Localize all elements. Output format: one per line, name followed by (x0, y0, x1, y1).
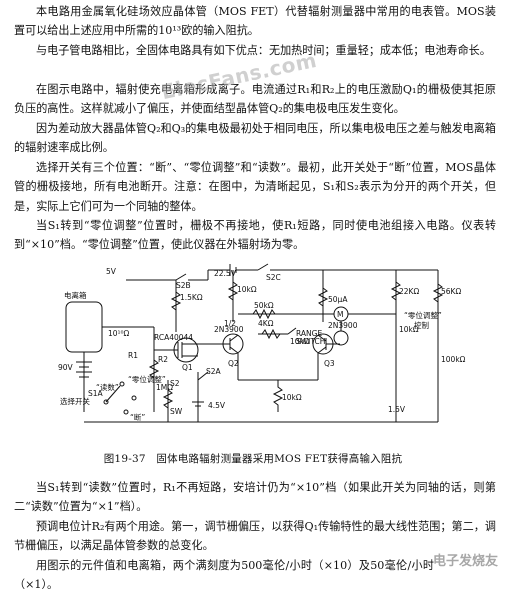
label-zero-adj-2: 控制 (414, 320, 429, 330)
label-q3: Q3 (324, 359, 335, 368)
label-zero-adj: “零位调整” (404, 310, 442, 320)
label-off: “断” (130, 412, 145, 422)
label-r10k-b: 10kΩ (290, 337, 310, 346)
paragraph-3: 在图示电路中，辐射使充电离箱形成离子。电流通过R₁和R₂上的电压激励Q₁的栅极使… (14, 83, 496, 116)
label-chamber: 电离箱 (64, 290, 87, 300)
label-5v: 5V (106, 267, 117, 276)
figure-caption: 图19-37 固体电路辐射测量器采用MOS FET获得高输入阻抗 (103, 453, 403, 465)
label-read: “读数” (96, 382, 119, 392)
label-sw: SW (170, 407, 183, 416)
label-rca: RCA40044 (154, 333, 193, 342)
label-r2: R2 (158, 355, 168, 364)
label-r4k: 4KΩ (258, 319, 274, 328)
paragraph-6: 当S₁转到“零位调整”位置时，栅极不再接地，使R₁短路，同时使电池组接入电路。仪… (14, 219, 496, 252)
label-r22k: 22KΩ (399, 287, 419, 296)
label-45v: 4.5V (208, 401, 226, 410)
label-22v: 22.5V (214, 269, 237, 278)
label-m: M (337, 310, 343, 319)
paragraph-2: 与电子管电路相比，全固体电路具有如下优点：无加热时间；重量轻；成本低；电池寿命长… (36, 44, 491, 57)
label-half: 1/2 (224, 319, 236, 328)
label-r100k: 100kΩ (441, 355, 466, 364)
paragraph-9: 用图示的元件值和电离箱，两个满刻度为500毫伦/小时（×10）及50毫伦/小时（… (14, 559, 434, 592)
label-q1: Q1 (182, 363, 193, 372)
label-s2a: S2A (206, 367, 222, 376)
label-r10k-d: 10kΩ (282, 393, 302, 402)
label-s2: S2 (170, 379, 180, 388)
label-switch: SWITCH (296, 337, 325, 346)
label-2n3900-a: 2N3900 (214, 325, 244, 334)
paragraph-5: 选择开关有三个位置：“断”、“零位调整”和“读数”。最初，此开关处于“断”位置，… (14, 161, 496, 213)
label-r10k-c: 10kΩ (399, 325, 419, 334)
document-page: 本电路用金属氧化硅场效应晶体管（MOS FET）代替辐射测量器中常用的电表管。M… (14, 5, 498, 591)
label-r15k: 1.5KΩ (180, 293, 203, 302)
label-50ua: 50μA (328, 295, 348, 304)
label-selector: 选择开关 (60, 396, 90, 406)
label-r1m: 1MΩ (156, 383, 173, 392)
label-90v: 90V (58, 363, 74, 372)
paragraph-7: 当S₁转到“读数”位置时，R₁不再短路，安培计仍为“×10”档（如果此开关为同轴… (14, 481, 496, 514)
label-r56k: 56KΩ (441, 287, 461, 296)
label-range: RANGE (296, 329, 322, 338)
label-r50k: 50kΩ (254, 301, 274, 310)
paragraph-1: 本电路用金属氧化硅场效应晶体管（MOS FET）代替辐射测量器中常用的电表管。M… (14, 5, 496, 38)
label-r10k-a: 10kΩ (237, 285, 257, 294)
paragraph-8: 预调电位计R₂有两个用途。第一，调节栅偏压，以获得Q₁传输特性的最大线性范围；第… (14, 520, 496, 553)
label-2n3900-b: 2N3900 (328, 321, 358, 330)
label-s2c: S2C (266, 273, 281, 282)
label-r10-10: 10¹⁰Ω (108, 329, 130, 338)
label-zero: “零位调整” (128, 374, 166, 384)
label-s1a: S1A (88, 389, 104, 398)
label-r1: R1 (128, 351, 138, 360)
circuit-diagram: 5V 22.5V S2B 1.5KΩ S2C 10kΩ 56KΩ 22KΩ 50… (58, 263, 466, 423)
label-15v: 1.5V (388, 405, 406, 414)
watermark-corner: 电子发烧友 (432, 554, 498, 569)
label-q2: Q2 (228, 359, 239, 368)
paragraph-4: 因为差动放大器晶体管Q₂和Q₃的集电极最初处于相同电压，所以集电极电压之差与触发… (14, 122, 496, 155)
label-s2b: S2B (176, 281, 191, 290)
